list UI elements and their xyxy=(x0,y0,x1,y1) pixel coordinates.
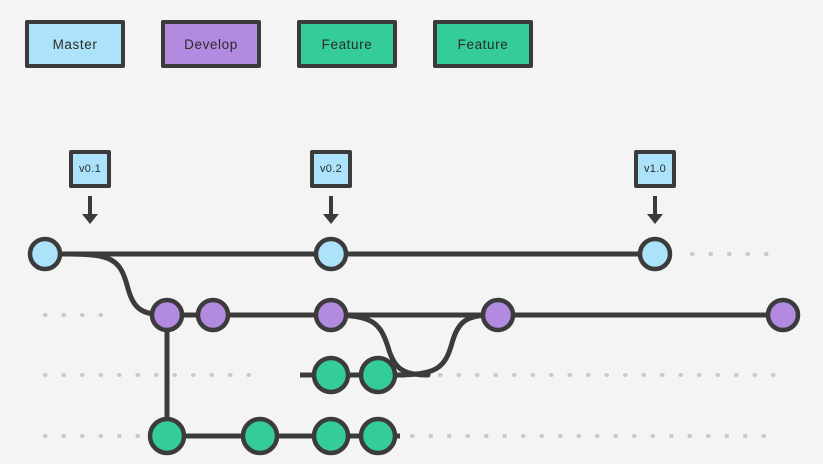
commit-dot[interactable] xyxy=(313,236,349,272)
commit-dot[interactable] xyxy=(358,416,398,456)
commit-node-g3[interactable] xyxy=(311,416,351,456)
commit-node-f2[interactable] xyxy=(358,355,398,395)
legend-label-feature-a: Feature xyxy=(321,36,373,52)
edges-group xyxy=(45,251,783,439)
tag-arrow-head-v02 xyxy=(323,214,339,224)
commit-dot[interactable] xyxy=(358,355,398,395)
edge-merge-feature-a-to-develop xyxy=(392,312,495,378)
commit-node-d1[interactable] xyxy=(149,297,185,333)
tag-arrow-v02 xyxy=(323,196,339,224)
tag-arrow-v10 xyxy=(647,196,663,224)
tag-arrow-v01 xyxy=(82,196,98,224)
legend-item-feature-a: Feature xyxy=(297,20,397,68)
legend-item-feature-b: Feature xyxy=(433,20,533,68)
version-tag-v10: v1.0 xyxy=(634,150,676,188)
commit-dot[interactable] xyxy=(311,355,351,395)
tag-arrow-head-v01 xyxy=(82,214,98,224)
commit-node-d5[interactable] xyxy=(765,297,801,333)
commit-dot[interactable] xyxy=(240,416,280,456)
commit-dot[interactable] xyxy=(313,297,349,333)
commit-node-g2[interactable] xyxy=(240,416,280,456)
commit-nodes-group xyxy=(27,236,801,456)
legend-label-master: Master xyxy=(52,36,98,52)
version-tag-label-v10: v1.0 xyxy=(644,163,666,175)
tag-arrow-head-v10 xyxy=(647,214,663,224)
commit-node-m3[interactable] xyxy=(637,236,673,272)
commit-dot[interactable] xyxy=(147,416,187,456)
version-tag-label-v02: v0.2 xyxy=(320,163,342,175)
legend-item-master: Master xyxy=(25,20,125,68)
commit-node-d4[interactable] xyxy=(480,297,516,333)
edge-branch-master-to-develop xyxy=(65,251,170,318)
commit-dot[interactable] xyxy=(27,236,63,272)
commit-dot[interactable] xyxy=(195,297,231,333)
commit-dot[interactable] xyxy=(480,297,516,333)
version-tag-label-v01: v0.1 xyxy=(79,163,101,175)
commit-node-m1[interactable] xyxy=(27,236,63,272)
legend-item-develop: Develop xyxy=(161,20,261,68)
legend-label-feature-b: Feature xyxy=(457,36,509,52)
commit-node-f1[interactable] xyxy=(311,355,351,395)
legend: Master Develop Feature Feature xyxy=(0,0,823,90)
dotted-lines-group xyxy=(43,252,778,438)
commit-dot[interactable] xyxy=(637,236,673,272)
commit-dot[interactable] xyxy=(149,297,185,333)
commit-node-d3[interactable] xyxy=(313,297,349,333)
legend-label-develop: Develop xyxy=(184,36,238,52)
version-tag-v02: v0.2 xyxy=(310,150,352,188)
commit-node-d2[interactable] xyxy=(195,297,231,333)
tag-arrows-group xyxy=(82,196,663,224)
commit-node-g1[interactable] xyxy=(147,416,187,456)
commit-node-g4[interactable] xyxy=(358,416,398,456)
commit-dot[interactable] xyxy=(765,297,801,333)
commit-node-m2[interactable] xyxy=(313,236,349,272)
version-tag-v01: v0.1 xyxy=(69,150,111,188)
commit-dot[interactable] xyxy=(311,416,351,456)
